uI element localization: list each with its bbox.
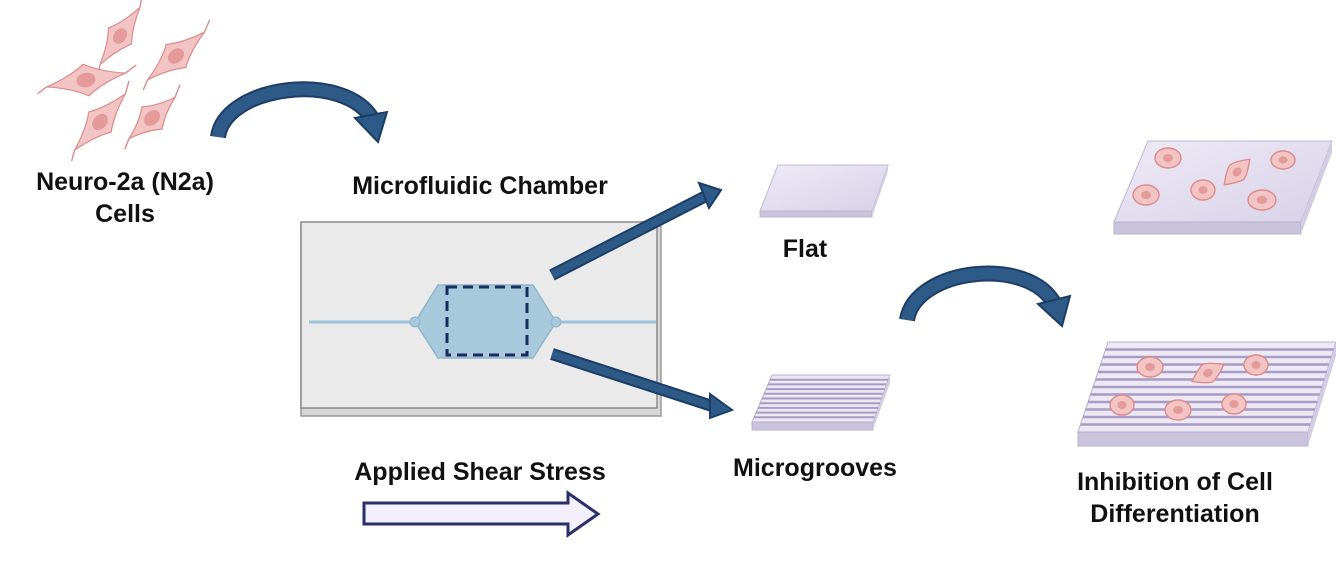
cell [1191, 362, 1225, 384]
n2a-cells-label: Neuro-2a (N2a) Cells [10, 166, 240, 230]
curved-arrow-icon [899, 265, 1072, 328]
flat-substrate-with-cells [1113, 140, 1333, 235]
shear-stress-label: Applied Shear Stress [354, 458, 606, 486]
neuron-cell [37, 63, 137, 97]
microgrooves-label: Microgrooves [733, 454, 897, 482]
cell [1109, 394, 1135, 416]
cell [1247, 189, 1277, 211]
grooved-substrate-with-cells [1077, 341, 1336, 447]
cell [1154, 147, 1182, 169]
neuron-cell [70, 80, 130, 162]
chamber-label: Microfluidic Chamber [352, 172, 608, 200]
microgrooves-substrate [751, 374, 891, 431]
neuron-cell [97, 0, 143, 76]
cell [1270, 150, 1296, 170]
right-arrow-icon [550, 348, 735, 420]
cell [1221, 393, 1247, 415]
neuron-cell [142, 19, 211, 91]
curved-arrow-icon [210, 81, 389, 144]
flat-substrate [759, 164, 889, 218]
result-label-line2: Differentiation [1090, 500, 1260, 528]
right-arrow-icon [549, 181, 723, 281]
n2a-label-line2: Cells [95, 200, 155, 228]
result-label-line1: Inhibition of Cell [1077, 468, 1273, 496]
cell [1136, 356, 1164, 378]
n2a-cells-group [37, 0, 211, 162]
n2a-label-line1: Neuro-2a (N2a) [36, 168, 214, 196]
cell [1190, 179, 1216, 201]
neuron-cell [124, 84, 181, 150]
cell [1132, 184, 1160, 206]
flat-label: Flat [782, 235, 828, 263]
microfluidic-chamber [300, 221, 662, 417]
cell [1223, 158, 1251, 186]
result-label: Inhibition of Cell Differentiation [1040, 466, 1310, 530]
cell [1243, 354, 1269, 376]
shear-stress-arrow [362, 490, 601, 538]
cell [1164, 399, 1192, 421]
